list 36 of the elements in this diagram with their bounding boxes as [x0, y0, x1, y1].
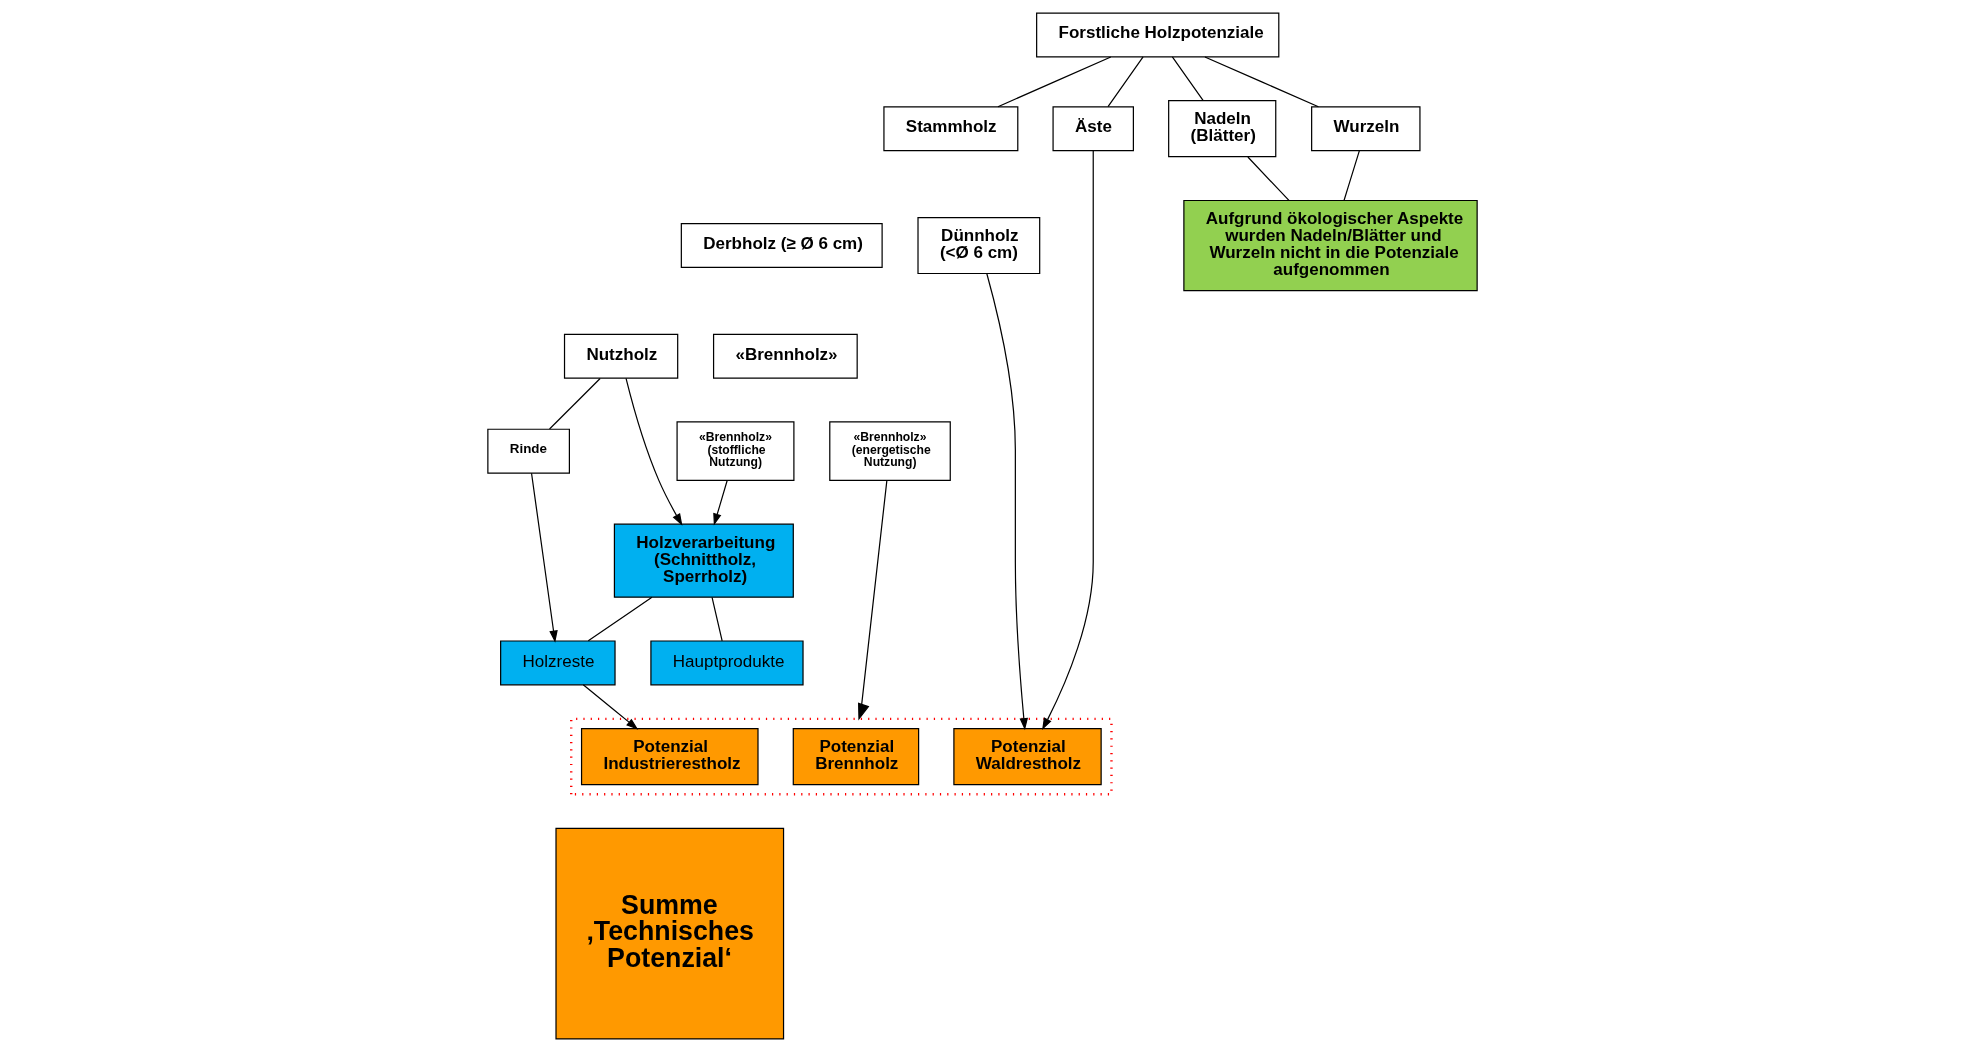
node-box: Holzverarbeitung (Schnittholz, Sperrholz): [613, 523, 794, 598]
node-box: Summe ‚Technisches Potenzial‘: [554, 827, 784, 1040]
node-box: «Brennholz»: [712, 333, 858, 379]
node-box: Nutzholz: [563, 333, 678, 379]
node-box: Nadeln (Blätter): [1167, 100, 1276, 158]
arrow: [985, 273, 1028, 731]
node-box: Potenzial Waldrestholz: [952, 728, 1102, 786]
connector: [548, 377, 601, 430]
node-box: Dünnholz (<Ø 6 cm): [916, 216, 1040, 275]
node-box: Holzreste: [499, 640, 616, 686]
connector: [710, 596, 723, 642]
connector: [996, 56, 1111, 108]
node-box: Stammholz: [882, 106, 1018, 152]
arrow: [712, 479, 728, 526]
node-box: Potenzial Industrierestholz: [580, 728, 759, 786]
node-box: «Brennholz» (stoffliche Nutzung): [675, 421, 794, 481]
node-box: Potenzial Brennholz: [792, 728, 919, 786]
node-box: Wurzeln: [1310, 106, 1421, 152]
connector: [1106, 56, 1144, 108]
node-box: Rinde: [486, 428, 570, 474]
arrow: [624, 377, 682, 526]
connector: [1343, 150, 1360, 201]
node-box: Derbholz (≥ Ø 6 cm): [680, 223, 883, 269]
node-box: «Brennholz» (energetische Nutzung): [828, 421, 951, 481]
connector: [587, 596, 653, 642]
connector: [1246, 156, 1290, 201]
connector: [1203, 56, 1319, 108]
arrow: [530, 472, 558, 643]
arrow: [582, 684, 638, 730]
arrow: [857, 480, 887, 721]
arrow: [1041, 150, 1094, 731]
node-box: Forstliche Holzpotenziale: [1035, 12, 1279, 58]
connector: [1171, 56, 1204, 102]
node-box: Aufgrund ökologischer Aspekte wurden Nadeln/Blätter und Wurzeln nicht in die Potenziale aufgenommen: [1182, 199, 1478, 292]
node-box: Hauptprodukte: [649, 640, 804, 686]
node-box: Äste: [1051, 106, 1134, 152]
